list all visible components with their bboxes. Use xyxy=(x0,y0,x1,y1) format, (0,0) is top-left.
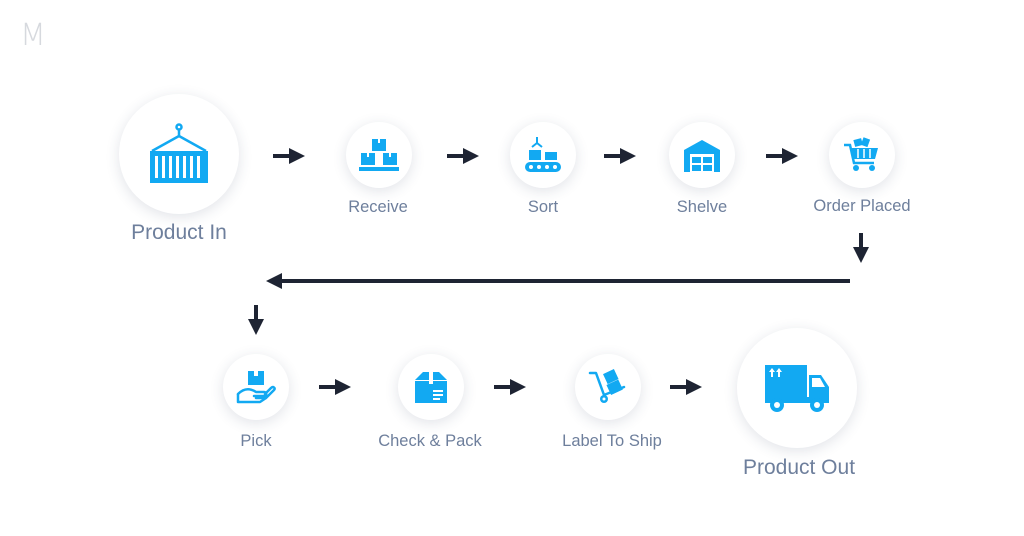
shipping-container-icon xyxy=(150,123,208,183)
step-product-in-node xyxy=(119,94,239,214)
step-shelve-label: Shelve xyxy=(676,198,728,216)
conveyor-sort-icon xyxy=(525,137,561,172)
package-icon xyxy=(415,372,447,403)
delivery-truck-icon xyxy=(765,365,829,412)
boxes-stack-icon xyxy=(359,139,399,171)
step-check-pack-node xyxy=(398,354,464,420)
step-check-pack-label: Check & Pack xyxy=(378,432,482,450)
step-product-out-label: Product Out xyxy=(742,456,856,479)
hand-box-icon xyxy=(236,371,276,404)
step-sort-node xyxy=(510,122,576,188)
step-sort-label: Sort xyxy=(527,198,559,216)
shopping-cart-icon xyxy=(844,137,878,171)
step-label-to-ship-node xyxy=(575,354,641,420)
hand-truck-icon xyxy=(588,369,626,403)
step-order-placed-label: Order Placed xyxy=(813,197,911,215)
step-pick-node xyxy=(223,354,289,420)
brand-logo: M xyxy=(20,18,46,53)
step-order-placed-node xyxy=(829,122,895,188)
step-shelve-node xyxy=(669,122,735,188)
step-pick-label: Pick xyxy=(240,432,272,450)
step-receive-label: Receive xyxy=(348,198,408,216)
warehouse-icon xyxy=(684,140,720,172)
step-receive-node xyxy=(346,122,412,188)
step-label-to-ship-label: Label To Ship xyxy=(562,432,662,450)
step-product-out-node xyxy=(737,328,857,448)
step-product-in-label: Product In xyxy=(131,221,227,244)
